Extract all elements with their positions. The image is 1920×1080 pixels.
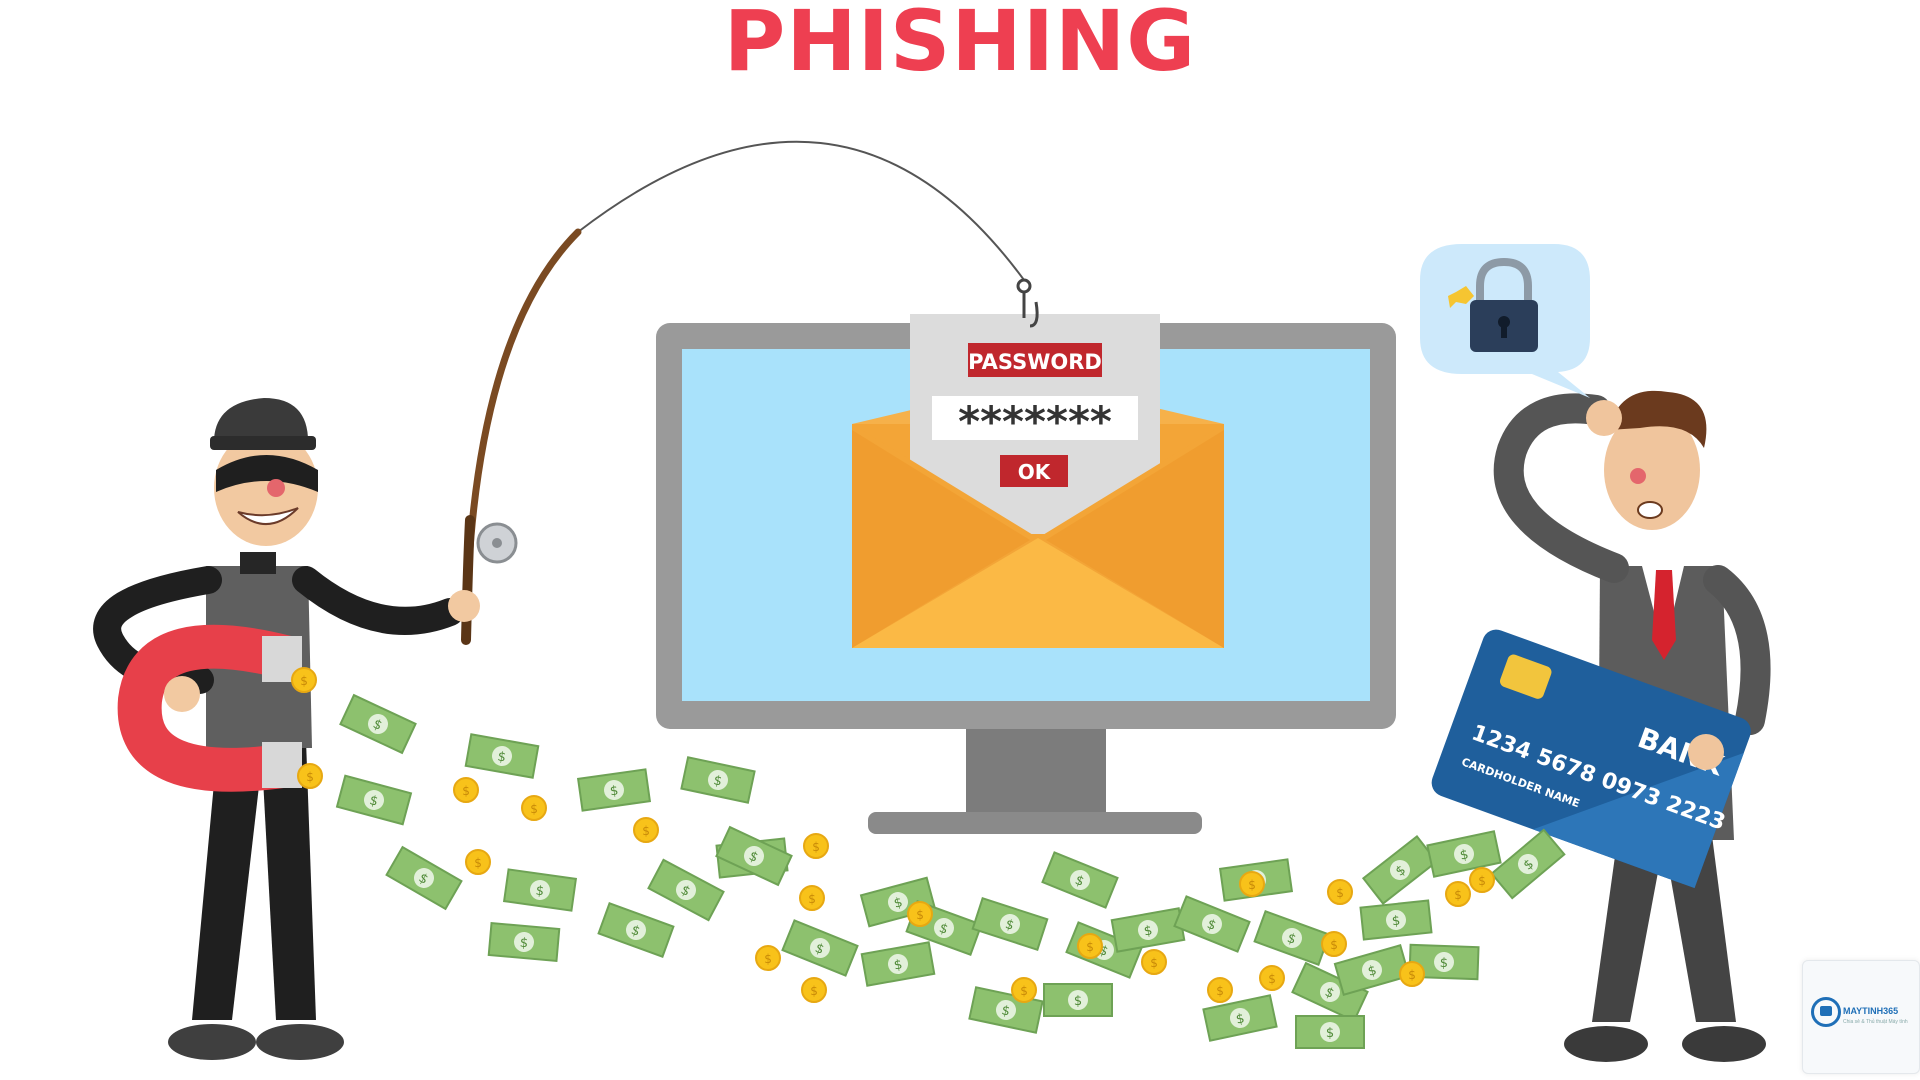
coin-icon — [1077, 933, 1103, 959]
coin-icon — [801, 977, 827, 1003]
coin-icon — [1445, 881, 1471, 907]
dollar-bill-icon — [1490, 828, 1566, 900]
dollar-bill-icon — [1253, 910, 1331, 966]
coin-icon — [1011, 977, 1037, 1003]
dollar-bill-icon — [647, 858, 725, 922]
coin-icon — [1327, 879, 1353, 905]
dollar-bill-icon — [385, 846, 463, 910]
padlock-icon — [1448, 257, 1538, 352]
coin-icon — [1469, 867, 1495, 893]
dollar-bill-icon — [1359, 899, 1433, 941]
envelope-front — [852, 424, 1224, 648]
brand-logo-icon — [1811, 997, 1841, 1027]
dollar-bill-icon — [971, 897, 1049, 951]
dollar-bill-icon — [336, 774, 412, 826]
dollar-bill-icon — [577, 768, 651, 812]
dollar-bill-icon — [1041, 851, 1119, 909]
password-badge — [968, 343, 1102, 377]
dollar-bill-icon — [1173, 895, 1251, 953]
dollar-bill-icon — [1362, 835, 1438, 905]
coin-icon — [633, 817, 659, 843]
coin-icon — [1321, 931, 1347, 957]
password-field — [932, 396, 1138, 440]
dollar-bill-icon — [781, 919, 859, 977]
coin-icon — [291, 667, 317, 693]
dollar-bill-icon — [1333, 944, 1411, 996]
dollar-bill-icon — [680, 756, 756, 804]
dollar-bill-icon — [1110, 907, 1186, 953]
dollar-bill-icon — [487, 922, 561, 962]
victim-hand — [1688, 734, 1724, 770]
ok-button — [1000, 455, 1068, 487]
watermark-brand: MAYTINH365 — [1843, 1006, 1899, 1016]
dollar-bill-icon — [464, 733, 540, 779]
watermark-tagline: Chia sẻ & Thủ thuật Máy tính — [1843, 1019, 1908, 1025]
coin-icon — [803, 833, 829, 859]
coin-icon — [1141, 949, 1167, 975]
password-label: PASSWORD — [968, 350, 1102, 374]
credit-card-icon: BANK 1234 5678 0973 2223 CARDHOLDER NAME — [1431, 629, 1751, 889]
coin-icon — [465, 849, 491, 875]
password-popup: PASSWORD ******* OK — [910, 314, 1160, 534]
card-chip — [1500, 654, 1552, 699]
coin-icon — [907, 901, 933, 927]
magnet-icon — [117, 624, 302, 792]
coin-icon — [755, 945, 781, 971]
watermark-logo: MAYTINH365 Chia sẻ & Thủ thuật Máy tính — [1802, 960, 1920, 1074]
dollar-bill-icon — [1295, 1015, 1365, 1049]
dollar-bill-icon — [1202, 994, 1278, 1042]
coin-icon — [1399, 961, 1425, 987]
coin-icon — [799, 885, 825, 911]
coin-icon — [297, 763, 323, 789]
dollar-bill-icon — [860, 941, 936, 987]
coin-icon — [1259, 965, 1285, 991]
break-spark — [1448, 286, 1474, 308]
coin-icon — [1207, 977, 1233, 1003]
coin-icon — [521, 795, 547, 821]
hook-icon — [1016, 278, 1039, 328]
coin-icon — [453, 777, 479, 803]
coin-icon — [1239, 871, 1265, 897]
dollar-bill-icon — [597, 902, 675, 958]
ok-button-label: OK — [1018, 460, 1052, 484]
dollar-bill-icon — [503, 868, 577, 912]
password-masked-value: ******* — [958, 397, 1112, 446]
page-title: PHISHING — [723, 0, 1197, 90]
dollar-bill-icon — [1043, 983, 1113, 1017]
fishing-rod-icon — [461, 140, 1025, 645]
dollar-bill-icon — [339, 694, 417, 754]
